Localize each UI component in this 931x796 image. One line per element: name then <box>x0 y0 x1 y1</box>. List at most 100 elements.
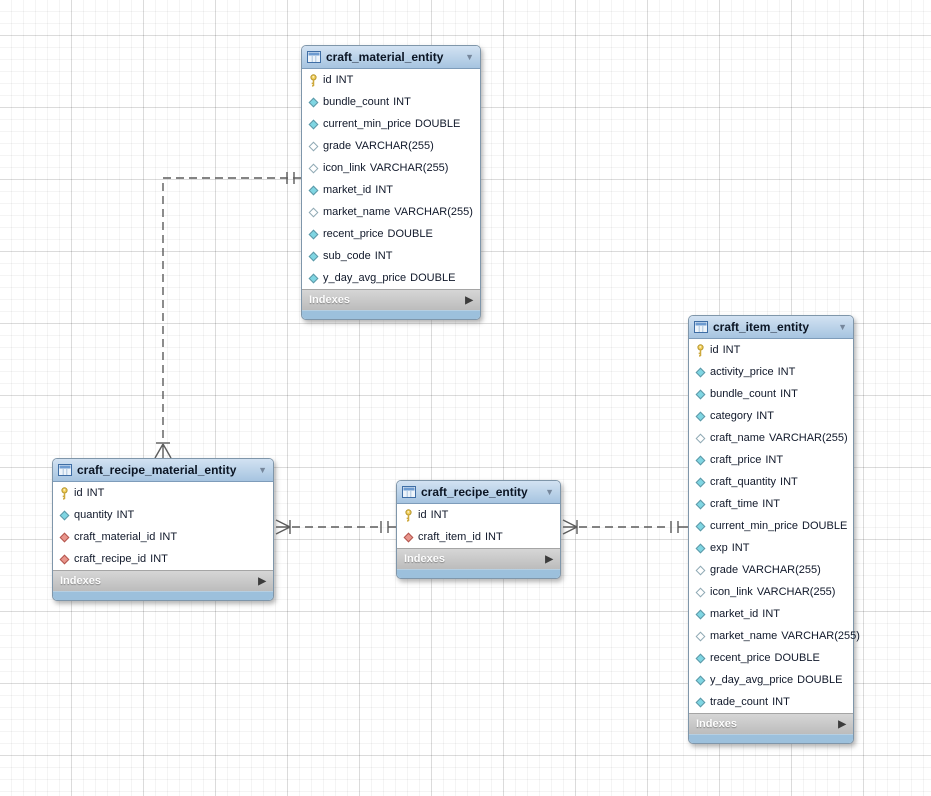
column-type: INT <box>780 476 798 488</box>
column-type: INT <box>765 454 784 466</box>
column-row[interactable]: y_day_avg_price DOUBLE <box>689 669 853 691</box>
column-row[interactable]: id INT <box>53 482 273 504</box>
column-name: craft_price <box>710 454 762 466</box>
column-row[interactable]: grade VARCHAR(255) <box>302 135 480 157</box>
table-header[interactable]: craft_recipe_material_entity ▼ <box>53 459 273 482</box>
column-type: VARCHAR(255) <box>756 586 836 598</box>
column-type: INT <box>374 250 393 262</box>
expand-right-icon[interactable]: ▶ <box>838 718 846 730</box>
table-header[interactable]: craft_item_entity ▼ <box>689 316 853 339</box>
column-row[interactable]: craft_item_id INT <box>397 526 560 548</box>
not-null-diamond-icon <box>306 273 320 283</box>
chevron-down-icon[interactable]: ▼ <box>545 486 554 497</box>
column-name: market_id <box>323 184 372 196</box>
chevron-down-icon[interactable]: ▼ <box>838 321 847 332</box>
column-row[interactable]: craft_recipe_id INT <box>53 548 273 570</box>
column-row[interactable]: id INT <box>302 69 480 91</box>
indexes-section[interactable]: Indexes ▶ <box>397 548 560 569</box>
table-icon <box>307 51 321 63</box>
column-row[interactable]: market_name VARCHAR(255) <box>302 201 480 223</box>
table-craft_recipe_material_entity[interactable]: craft_recipe_material_entity ▼ id INT qu… <box>52 458 274 601</box>
foreign-key-diamond-icon <box>401 532 415 542</box>
column-row[interactable]: activity_price INT <box>689 361 853 383</box>
table-header[interactable]: craft_material_entity ▼ <box>302 46 480 69</box>
column-type: VARCHAR(255) <box>769 432 848 444</box>
expand-right-icon[interactable]: ▶ <box>545 553 553 565</box>
chevron-down-icon[interactable]: ▼ <box>465 51 474 62</box>
column-type: INT <box>762 498 781 510</box>
column-row[interactable]: craft_quantity INT <box>689 471 853 493</box>
column-type: DOUBLE <box>797 674 843 686</box>
column-type: VARCHAR(255) <box>369 162 449 174</box>
column-row[interactable]: category INT <box>689 405 853 427</box>
table-bottom-bar <box>302 310 480 319</box>
column-name: id <box>74 487 83 499</box>
column-name: grade <box>710 564 739 576</box>
column-name: id <box>323 74 332 86</box>
column-row[interactable]: recent_price DOUBLE <box>689 647 853 669</box>
column-type: INT <box>780 388 798 400</box>
column-name: id <box>710 344 719 356</box>
column-type: INT <box>772 696 790 708</box>
relationship-recipematerial-to-recipe[interactable] <box>275 519 396 535</box>
relationship-recipe-to-item[interactable] <box>562 519 688 535</box>
not-null-diamond-icon <box>306 251 320 261</box>
primary-key-icon <box>57 486 71 500</box>
not-null-diamond-icon <box>693 521 707 531</box>
column-name: bundle_count <box>710 388 777 400</box>
column-row[interactable]: id INT <box>397 504 560 526</box>
column-row[interactable]: bundle_count INT <box>689 383 853 405</box>
chevron-down-icon[interactable]: ▼ <box>258 464 267 475</box>
column-type: VARCHAR(255) <box>742 564 821 576</box>
column-row[interactable]: grade VARCHAR(255) <box>689 559 853 581</box>
not-null-diamond-icon <box>693 367 707 377</box>
column-name: craft_quantity <box>710 476 777 488</box>
table-name: craft_item_entity <box>713 320 810 334</box>
table-craft_material_entity[interactable]: craft_material_entity ▼ id INT bundle_co… <box>301 45 481 320</box>
column-row[interactable]: bundle_count INT <box>302 91 480 113</box>
not-null-diamond-icon <box>306 97 320 107</box>
column-row[interactable]: market_name VARCHAR(255) <box>689 625 860 647</box>
expand-right-icon[interactable]: ▶ <box>258 575 266 587</box>
indexes-section[interactable]: Indexes ▶ <box>53 570 273 591</box>
not-null-diamond-icon <box>306 185 320 195</box>
column-name: y_day_avg_price <box>710 674 794 686</box>
column-row[interactable]: exp INT <box>689 537 853 559</box>
column-name: market_name <box>710 630 778 642</box>
column-type: INT <box>116 509 135 521</box>
column-row[interactable]: current_min_price DOUBLE <box>302 113 480 135</box>
column-name: sub_code <box>323 250 371 262</box>
column-name: craft_item_id <box>418 531 481 543</box>
column-row[interactable]: y_day_avg_price DOUBLE <box>302 267 480 289</box>
relationship-craftmaterial-to-recipematerial[interactable] <box>154 172 301 459</box>
not-null-diamond-icon <box>306 229 320 239</box>
column-row[interactable]: trade_count INT <box>689 691 853 713</box>
not-null-diamond-icon <box>693 653 707 663</box>
column-row[interactable]: craft_time INT <box>689 493 853 515</box>
nullable-diamond-icon <box>306 163 320 173</box>
column-row[interactable]: craft_price INT <box>689 449 853 471</box>
column-row[interactable]: current_min_price DOUBLE <box>689 515 853 537</box>
column-row[interactable]: recent_price DOUBLE <box>302 223 480 245</box>
column-row[interactable]: sub_code INT <box>302 245 480 267</box>
column-row[interactable]: craft_material_id INT <box>53 526 273 548</box>
expand-right-icon[interactable]: ▶ <box>465 294 473 306</box>
column-type: INT <box>335 74 354 86</box>
column-row[interactable]: quantity INT <box>53 504 273 526</box>
primary-key-icon <box>693 343 707 357</box>
table-craft_item_entity[interactable]: craft_item_entity ▼ id INT activity_pric… <box>688 315 860 744</box>
column-row[interactable]: id INT <box>689 339 853 361</box>
indexes-section[interactable]: Indexes ▶ <box>302 289 480 310</box>
column-row[interactable]: craft_name VARCHAR(255) <box>689 427 853 449</box>
indexes-section[interactable]: Indexes ▶ <box>689 713 853 734</box>
column-row[interactable]: market_id INT <box>302 179 480 201</box>
column-row[interactable]: icon_link VARCHAR(255) <box>689 581 853 603</box>
column-row[interactable]: market_id INT <box>689 603 853 625</box>
table-craft_recipe_entity[interactable]: craft_recipe_entity ▼ id INT craft_item_… <box>396 480 561 579</box>
column-row[interactable]: icon_link VARCHAR(255) <box>302 157 480 179</box>
not-null-diamond-icon <box>693 609 707 619</box>
foreign-key-diamond-icon <box>57 554 71 564</box>
table-header[interactable]: craft_recipe_entity ▼ <box>397 481 560 504</box>
not-null-diamond-icon <box>693 543 707 553</box>
